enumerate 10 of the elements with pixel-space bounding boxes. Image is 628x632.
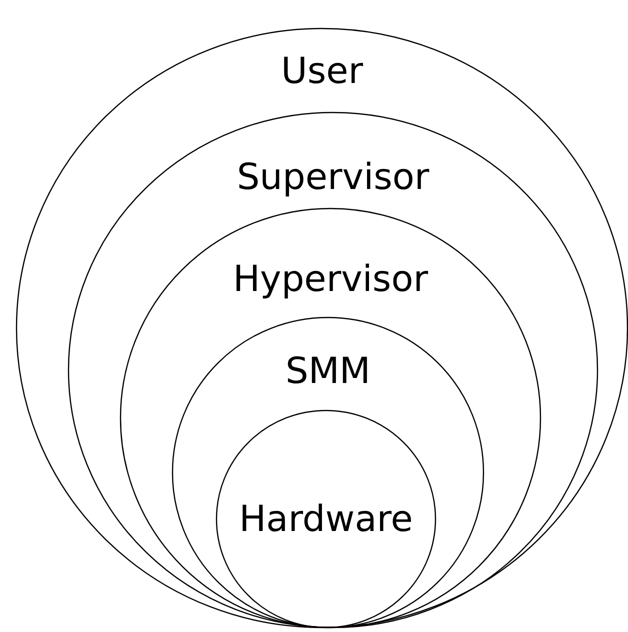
nested-circle <box>16 28 628 628</box>
nested-circle <box>68 112 598 628</box>
nested-circle <box>216 410 436 628</box>
layer-label: Hypervisor <box>232 260 428 300</box>
nested-circle <box>172 317 484 628</box>
layer-label: Supervisor <box>236 158 430 198</box>
layer-label: Hardware <box>239 500 413 540</box>
layer-label: SMM <box>286 352 370 392</box>
layer-label: User <box>280 52 364 92</box>
nested-circle <box>120 208 541 628</box>
